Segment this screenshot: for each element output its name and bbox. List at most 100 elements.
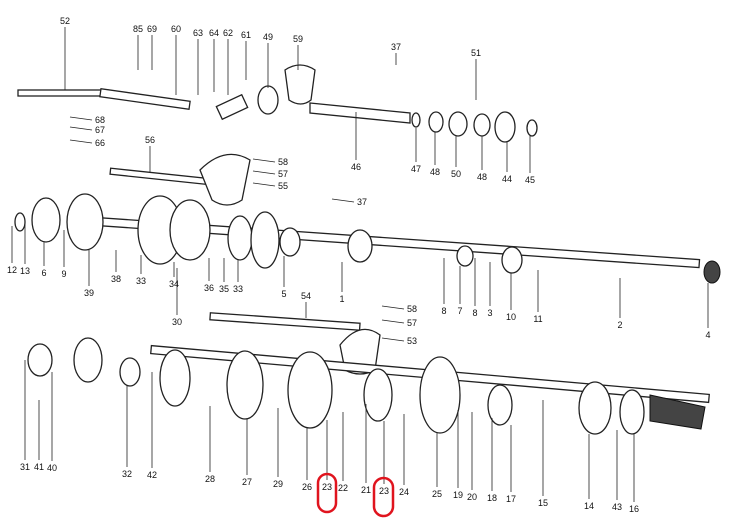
part-label-24: 24 [399, 487, 409, 497]
bearing-5 [279, 227, 301, 257]
part-label-2: 2 [617, 320, 622, 330]
part-label-55: 55 [278, 181, 288, 191]
part-label-28: 28 [205, 474, 215, 484]
bearing-6 [31, 197, 61, 243]
part-label-67: 67 [95, 125, 105, 135]
part-label-8: 8 [472, 308, 477, 318]
gear-30 [250, 211, 280, 269]
shaft-46 [309, 102, 411, 124]
part-label-21: 21 [361, 485, 371, 495]
gear-28 [159, 349, 191, 407]
leader-lines [11, 27, 709, 502]
part-label-22: 22 [338, 483, 348, 493]
part-label-66: 66 [95, 138, 105, 148]
part-label-23: 23 [322, 482, 332, 492]
synchro-23 [363, 368, 393, 422]
gear-39b [73, 337, 103, 383]
part-label-37: 37 [357, 197, 367, 207]
synchro-hub [169, 199, 211, 261]
part-label-40: 40 [47, 463, 57, 473]
gear-44 [494, 111, 516, 143]
part-label-41: 41 [34, 462, 44, 472]
part-label-33: 33 [136, 276, 146, 286]
fork-59 [284, 64, 316, 105]
part-label-68: 68 [95, 115, 105, 125]
bushing-32 [119, 357, 141, 387]
part-label-36: 36 [204, 283, 214, 293]
ring-33 [227, 215, 253, 261]
part-label-20: 20 [467, 492, 477, 502]
bushing-50 [448, 111, 468, 137]
part-label-63: 63 [193, 28, 203, 38]
highlight-marks [316, 472, 395, 518]
part-label-48: 48 [430, 167, 440, 177]
part-label-62: 62 [223, 28, 233, 38]
part-label-42: 42 [147, 470, 157, 480]
part-label-58: 58 [278, 157, 288, 167]
leader-line-55 [252, 182, 276, 187]
leader-line-68 [69, 116, 93, 121]
part-label-9: 9 [61, 269, 66, 279]
part-label-49: 49 [263, 32, 273, 42]
part-label-57: 57 [407, 318, 417, 328]
leader-line-53 [381, 337, 405, 342]
part-label-16: 16 [629, 504, 639, 514]
part-label-25: 25 [432, 489, 442, 499]
gear-25 [419, 356, 461, 434]
ring-12 [14, 212, 26, 232]
part-label-18: 18 [487, 493, 497, 503]
part-label-38: 38 [111, 274, 121, 284]
ring-45 [526, 119, 538, 137]
bearing-48b [473, 113, 491, 137]
part-label-7: 7 [457, 306, 462, 316]
part-label-48: 48 [477, 172, 487, 182]
part-label-50: 50 [451, 169, 461, 179]
part-label-59: 59 [293, 34, 303, 44]
gear-49 [257, 85, 279, 115]
shift-rod-54 [209, 312, 361, 331]
fork-55 [199, 153, 251, 206]
leader-line-58 [252, 158, 276, 163]
part-label-35: 35 [219, 284, 229, 294]
part-label-44: 44 [502, 174, 512, 184]
part-label-15: 15 [538, 498, 548, 508]
part-label-61: 61 [241, 30, 251, 40]
part-label-60: 60 [171, 24, 181, 34]
pinion-head [649, 394, 706, 430]
gear-27 [226, 350, 264, 420]
part-label-19: 19 [453, 490, 463, 500]
part-label-1: 1 [339, 294, 344, 304]
part-label-34: 34 [169, 279, 179, 289]
part-label-43: 43 [612, 502, 622, 512]
leader-line-57 [252, 170, 276, 175]
parts-drawing [14, 64, 721, 435]
part-label-23: 23 [379, 486, 389, 496]
part-label-33: 33 [233, 284, 243, 294]
part-label-6: 6 [41, 268, 46, 278]
bearing-17 [487, 384, 513, 426]
part-label-13: 13 [20, 266, 30, 276]
leader-line-66 [69, 139, 93, 144]
shift-rod-60 [99, 88, 191, 110]
bearing-7 [456, 245, 474, 267]
part-label-4: 4 [705, 330, 710, 340]
ring-16 [619, 389, 645, 435]
leader-line-67 [69, 126, 93, 131]
bearing-40 [27, 343, 53, 377]
part-label-46: 46 [351, 162, 361, 172]
gear-26 [287, 351, 333, 429]
highlight-oval-23a [316, 472, 338, 514]
gear-10 [501, 246, 523, 274]
part-label-27: 27 [242, 477, 252, 487]
leader-line-58 [381, 305, 405, 310]
part-label-17: 17 [506, 494, 516, 504]
part-label-11: 11 [533, 314, 542, 324]
ring-47 [411, 112, 421, 128]
shift-fork-62 [215, 93, 249, 121]
part-label-12: 12 [7, 265, 17, 275]
part-label-31: 31 [20, 462, 30, 472]
part-label-37: 37 [391, 42, 401, 52]
